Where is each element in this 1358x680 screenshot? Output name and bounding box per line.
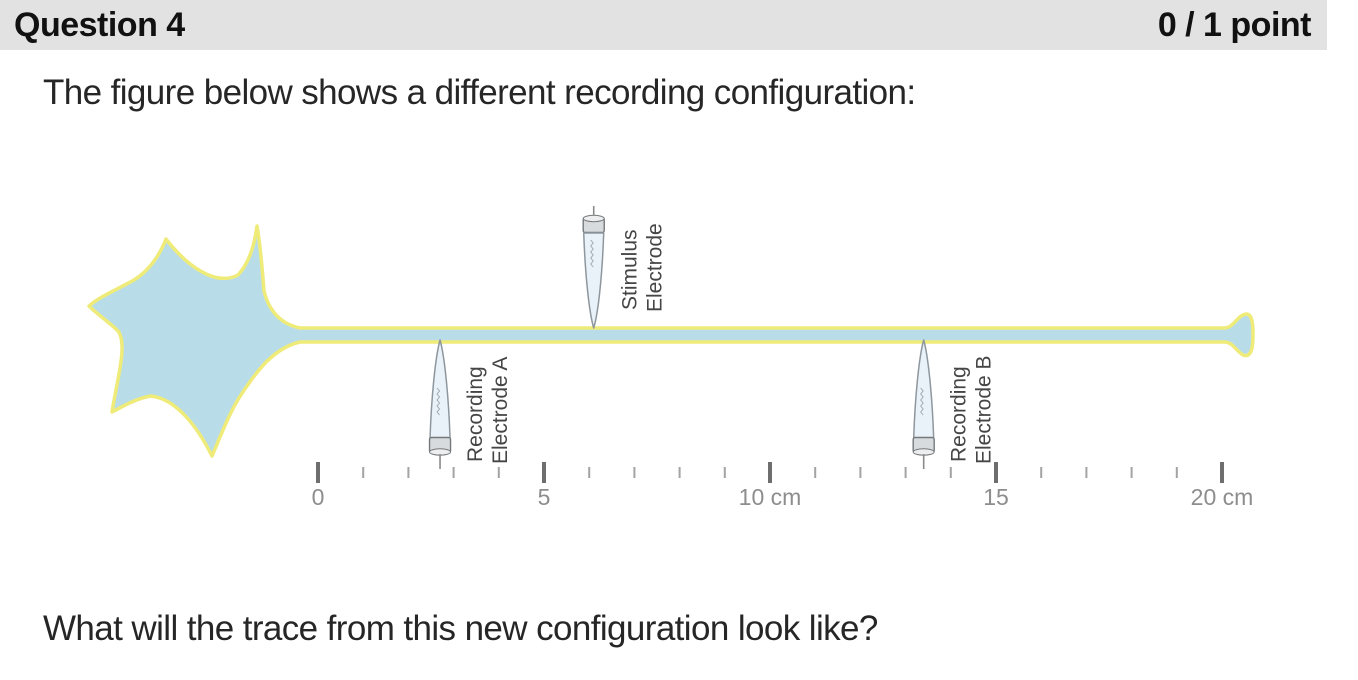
- ruler-minor-tick: [1130, 467, 1133, 478]
- ruler-minor-tick: [859, 467, 862, 478]
- question-title: Question 4: [14, 6, 185, 44]
- question-header: Question 4 0 / 1 point: [0, 0, 1327, 50]
- electrode-label-line: Stimulus: [619, 229, 642, 310]
- electrode-fluid-squiggle: [436, 387, 441, 416]
- electrode-fluid-squiggle: [920, 387, 924, 416]
- neuron-figure: Stimulus Electrode Recording Electrode A…: [87, 206, 1255, 510]
- ruler-minor-tick: [588, 467, 591, 478]
- ruler-minor-tick: [904, 467, 907, 478]
- electrode-body: [582, 232, 605, 329]
- ruler-major-tick: [542, 462, 546, 483]
- electrode-body: [912, 339, 935, 439]
- recording-electrode-b: Recording Electrode B: [912, 339, 996, 469]
- electrode-label-line: Electrode: [644, 223, 667, 312]
- ruler-minor-tick: [949, 467, 952, 478]
- ruler-minor-tick: [407, 467, 410, 478]
- neuron-cell: [87, 224, 1255, 458]
- ruler-minor-tick: [362, 467, 365, 478]
- ruler-minor-tick: [497, 467, 500, 478]
- electrode-cap-top: [582, 214, 605, 223]
- ruler-major-tick: [316, 462, 320, 483]
- ruler-label: 0: [312, 484, 325, 510]
- question-text: What will the trace from this new config…: [43, 609, 878, 648]
- ruler-label: 20 cm: [1191, 484, 1254, 510]
- ruler-label: 10 cm: [739, 484, 802, 510]
- electrode-label-line: Recording: [464, 366, 487, 462]
- electrode-fluid-squiggle: [590, 239, 594, 268]
- ruler-minor-tick: [814, 467, 817, 478]
- ruler: 0 5 10 cm 15 20 cm: [312, 462, 1254, 510]
- ruler-minor-tick: [1175, 467, 1178, 478]
- score-label: 0 / 1 point: [1157, 6, 1312, 44]
- electrode-label-line: Recording: [948, 366, 971, 462]
- ruler-label: 15: [983, 484, 1009, 510]
- electrode-label-line: Electrode A: [489, 357, 512, 464]
- ruler-major-tick: [994, 462, 998, 483]
- stimulus-electrode: Stimulus Electrode: [582, 206, 667, 329]
- electrode-body: [429, 339, 451, 439]
- ruler-major-tick: [768, 462, 772, 483]
- ruler-minor-tick: [678, 467, 681, 478]
- ruler-minor-tick: [452, 467, 455, 478]
- electrode-label-line: Electrode B: [973, 355, 996, 464]
- ruler-minor-tick: [633, 467, 636, 478]
- recording-electrode-a: Recording Electrode A: [428, 339, 512, 469]
- ruler-minor-tick: [723, 467, 726, 478]
- ruler-major-tick: [1220, 462, 1224, 483]
- ruler-minor-tick: [1040, 467, 1043, 478]
- ruler-minor-tick: [1085, 467, 1088, 478]
- prompt-text: The figure below shows a different recor…: [43, 73, 916, 112]
- ruler-label: 5: [538, 484, 551, 510]
